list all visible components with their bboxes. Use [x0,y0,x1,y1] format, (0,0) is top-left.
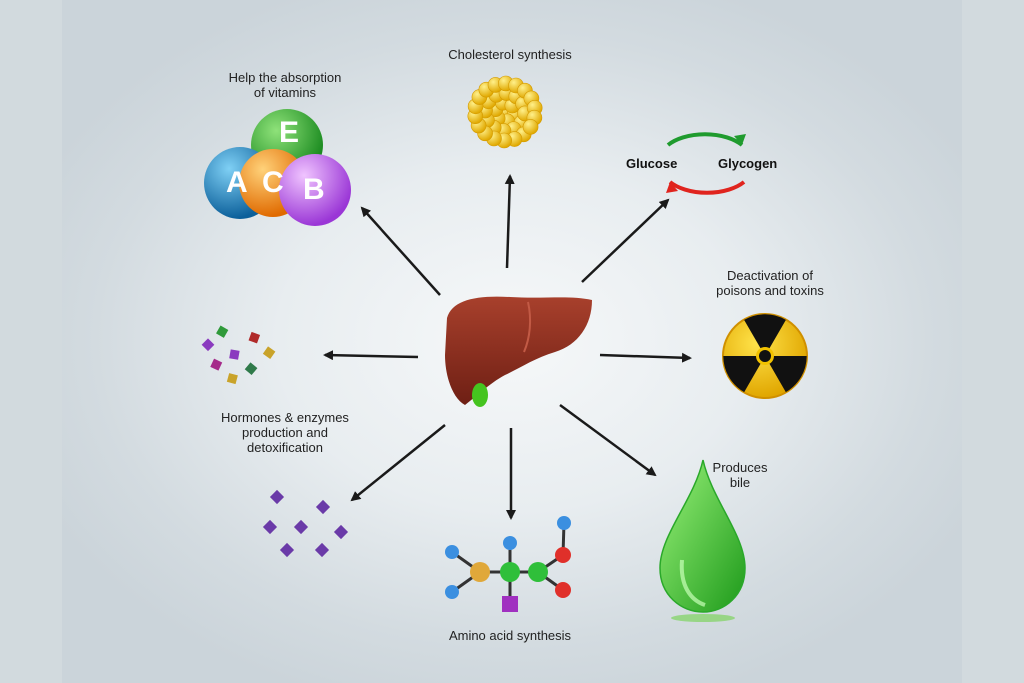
vitamin-e-letter: E [279,116,300,149]
gallbladder [472,383,488,407]
bile-drop [659,459,746,622]
arrow-to-bile [559,403,657,477]
arrow-to-cholesterol [504,174,515,269]
cholesterol-cluster [467,75,543,149]
arrow-to-hormones [323,350,419,361]
arrow-to-detox-molecules [350,424,446,502]
glucose-glycogen-cycle [666,132,746,195]
vitamin-a-letter: A [226,166,248,199]
left-border [0,0,62,683]
arrow-to-poisons [599,352,692,363]
liver-illustration [445,296,592,407]
arrow-to-glycogen-cycle [581,198,670,283]
vitamin-c-letter: C [262,166,284,199]
label-glucose: Glucose [626,156,678,171]
arrows [323,174,692,520]
cholesterol-bead [522,119,539,135]
amino-acid-molecule [445,516,571,612]
vitamin-spheres [204,109,351,226]
radiation-symbol [722,313,808,399]
vitamin-b-letter: B [303,173,325,206]
right-border [962,0,1024,683]
detox-molecules [262,489,349,558]
label-amino: Amino acid synthesis [448,628,572,643]
arrow-to-vitamins [360,206,441,296]
label-cholesterol: Cholesterol synthesis [448,47,572,62]
hormone-crystals [201,325,276,385]
vitamin-b-sphere [279,154,351,226]
label-glycogen: Glycogen [718,156,778,171]
